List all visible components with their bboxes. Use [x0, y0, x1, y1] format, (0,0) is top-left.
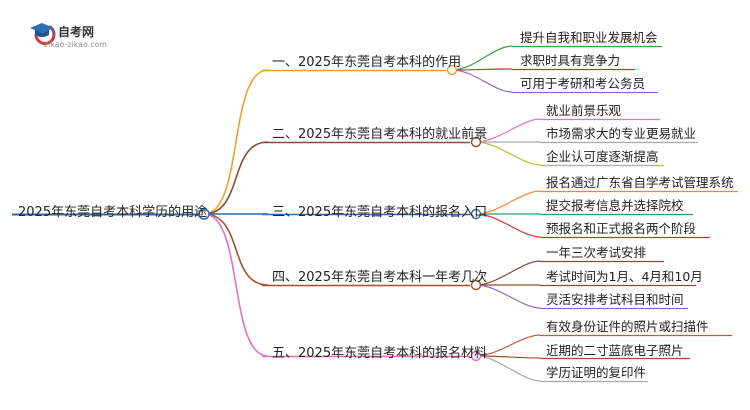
- leaf-connector: [475, 141, 541, 166]
- leaf-topic[interactable]: 就业前景乐观: [546, 103, 622, 118]
- leaf-topic[interactable]: 企业认可度逐渐提高: [546, 149, 659, 164]
- leaf-connector: [475, 284, 541, 309]
- leaf-topic[interactable]: 预报名和正式报名两个阶段: [546, 221, 697, 236]
- branch-topic-2[interactable]: 二、2025年东莞自考本科的就业前景: [272, 127, 488, 142]
- branch-node-circle: [470, 350, 482, 362]
- leaf-topic[interactable]: 提升自我和职业发展机会: [520, 30, 658, 45]
- site-logo: [24, 18, 144, 52]
- leaf-connector: [475, 355, 541, 382]
- leaf-topic[interactable]: 近期的二寸蓝底电子照片: [546, 343, 684, 358]
- branch-connector: [203, 141, 269, 215]
- leaf-topic[interactable]: 报名通过广东省自学考试管理系统: [546, 175, 734, 190]
- leaf-topic[interactable]: 求职时具有竞争力: [520, 53, 621, 68]
- root-node-circle: [198, 208, 210, 220]
- leaf-topic[interactable]: 学历证明的复印件: [546, 365, 647, 380]
- branch-topic-4[interactable]: 四、2025年东莞自考本科一年考几次: [272, 270, 488, 285]
- root-topic[interactable]: 2025年东莞自考本科学历的用途: [18, 205, 208, 220]
- branch-topic-5[interactable]: 五、2025年东莞自考本科的报名材料: [272, 346, 488, 361]
- branch-connector: [203, 213, 269, 286]
- branch-connector: [203, 213, 269, 357]
- logo-title: 自考网: [58, 25, 95, 39]
- leaf-topic[interactable]: 灵活安排考试科目和时间: [546, 292, 684, 307]
- leaf-connector: [475, 213, 541, 238]
- leaf-connector: [451, 69, 513, 93]
- leaf-topic[interactable]: 市场需求大的专业更易就业: [546, 126, 697, 141]
- branch-connector: [203, 69, 269, 215]
- branch-node-circle: [446, 64, 458, 76]
- leaf-topic[interactable]: 一年三次考试安排: [546, 245, 647, 260]
- leaf-topic[interactable]: 考试时间为1月、4月和10月: [546, 269, 703, 284]
- leaf-connector: [475, 334, 541, 357]
- leaf-connector: [475, 118, 541, 143]
- leaf-topic[interactable]: 提交报考信息并选择院校: [546, 198, 684, 213]
- branch-topic-1[interactable]: 一、2025年东莞自考本科的作用: [272, 55, 462, 70]
- logo-subtitle: zikao-zikao.com: [44, 40, 107, 49]
- graduation-cap-icon: [30, 23, 56, 45]
- leaf-topic[interactable]: 可用于考研和考公务员: [520, 76, 646, 91]
- leaf-connector: [475, 260, 541, 286]
- branch-node-circle: [470, 136, 482, 148]
- branch-node-circle: [470, 279, 482, 291]
- leaf-topic[interactable]: 有效身份证件的照片或扫描件: [546, 319, 709, 334]
- leaf-connector: [451, 45, 513, 71]
- branch-node-circle: [470, 208, 482, 220]
- branch-topic-3[interactable]: 三、2025年东莞自考本科的报名入口: [272, 205, 488, 220]
- leaf-connector: [475, 190, 541, 215]
